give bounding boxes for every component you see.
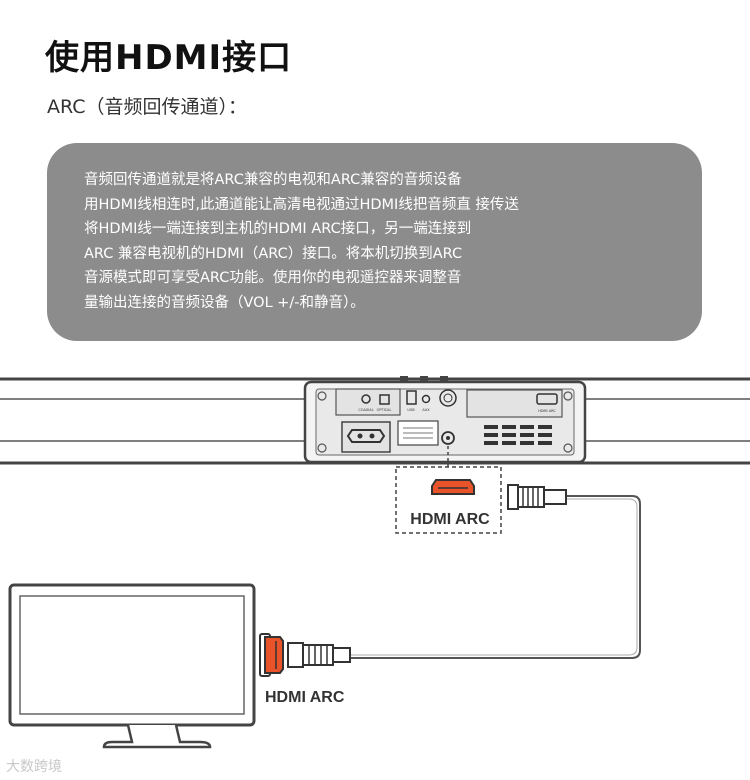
dc-jack-icon — [439, 389, 457, 407]
tv-hdmi-arc-port-icon — [264, 636, 284, 674]
description-line: 用HDMI线相连时,此通道能让高清电视通过HDMI线把音频直 接传送 — [84, 196, 519, 213]
description-line: 量输出连接的音频设备（VOL +/-和静音）。 — [84, 294, 365, 311]
hdmi-plug-icon — [507, 484, 567, 510]
usb-port-icon — [406, 390, 417, 405]
hdmi-arc-callout: HDMI ARC — [395, 446, 502, 534]
power-socket-icon — [346, 429, 386, 443]
description-line: ARC 兼容电视机的HDMI（ARC）接口。将本机切换到ARC — [84, 245, 463, 262]
optical-label: OPTICAL — [377, 408, 392, 412]
hdmi-panel-label: HDMI ARC — [538, 409, 556, 413]
hdmi-arc-port-icon — [536, 393, 558, 405]
television: HDMI ARC — [8, 583, 345, 749]
aux-jack-icon — [421, 394, 431, 404]
description-line: 将HDMI线一端连接到主机的HDMI ARC接口，另一端连接到 — [84, 221, 472, 238]
aux-label: AUX — [422, 408, 430, 412]
hdmi-cable — [350, 495, 641, 659]
description-line: 音源模式即可享受ARC功能。使用你的电视遥控器来调整音 — [84, 270, 462, 287]
page-title: 使用HDMI接口 — [45, 38, 293, 78]
soundbar-hdmi-arc-port-icon — [431, 479, 475, 495]
section-subtitle: ARC（音频回传通道）： — [47, 96, 248, 118]
watermark: 大数跨境 — [6, 759, 62, 775]
tv-port-label: HDMI ARC — [265, 689, 345, 706]
vent-grille-icon — [484, 425, 552, 445]
coaxial-jack-icon — [361, 394, 371, 404]
soundbar-port-label: HDMI ARC — [410, 511, 490, 528]
optical-jack-icon — [379, 394, 390, 405]
hdmi-plug-tv-icon — [287, 642, 351, 668]
usb-label: USB — [407, 408, 415, 412]
description-box: 音频回传通道就是将ARC兼容的电视和ARC兼容的音频设备 用HDMI线相连时,此… — [47, 143, 702, 341]
coaxial-label: COAXIAL — [358, 408, 373, 412]
soundbar-rear-panel: COAXIAL OPTICAL USB AUX HDMI ARC — [303, 376, 587, 464]
description-line: 音频回传通道就是将ARC兼容的电视和ARC兼容的音频设备 — [84, 172, 462, 188]
